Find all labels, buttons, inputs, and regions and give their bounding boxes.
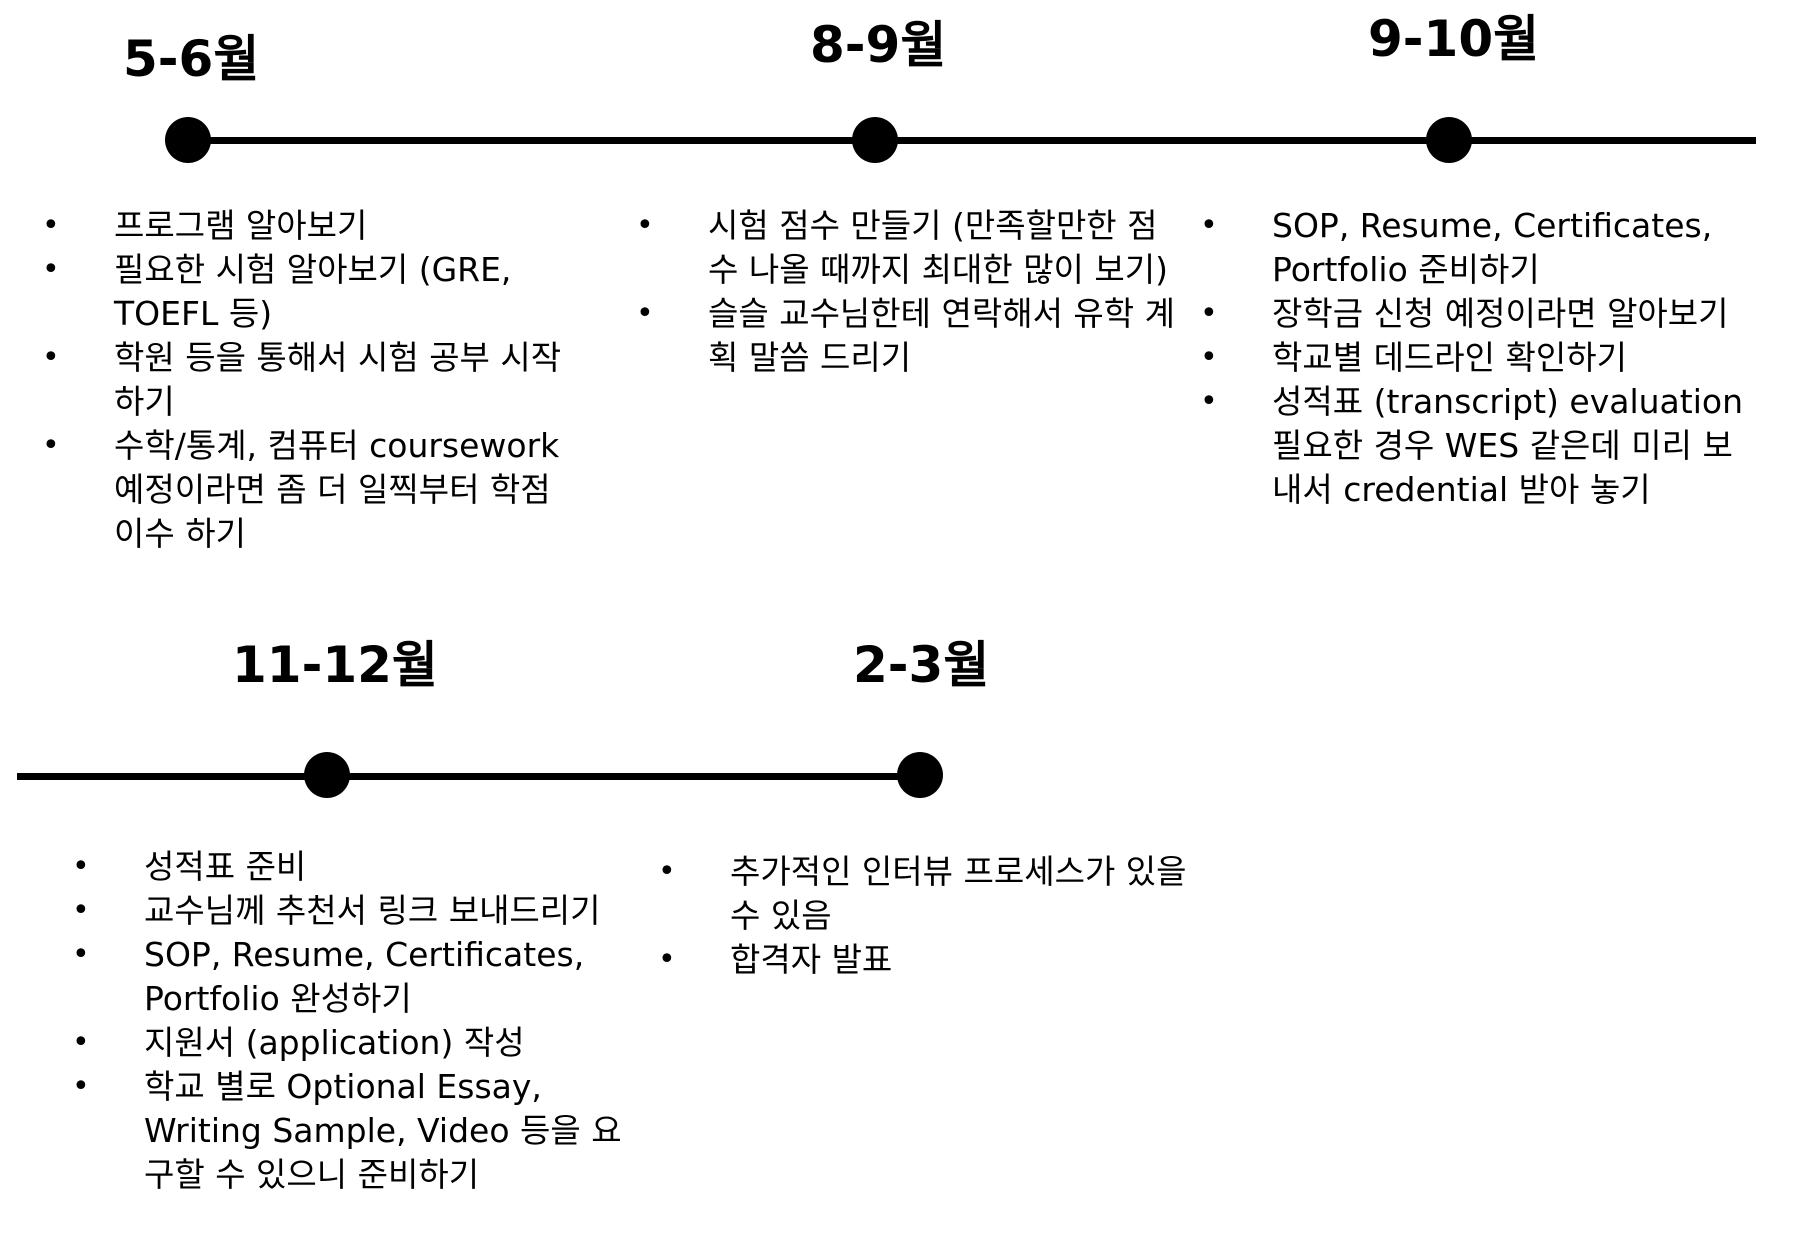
list-item: 필요한 시험 알아보기 (GRE, TOEFL 등) bbox=[42, 248, 572, 336]
list-item: 프로그램 알아보기 bbox=[42, 204, 572, 248]
task-list-11-12: 성적표 준비 교수님께 추천서 링크 보내드리기 SOP, Resume, Ce… bbox=[72, 845, 632, 1197]
timeline-bottom-line bbox=[17, 773, 923, 780]
task-list-8-9: 시험 점수 만들기 (만족할만한 점수 나올 때까지 최대한 많이 보기) 슬슬… bbox=[636, 204, 1176, 380]
list-item: 성적표 (transcript) evaluation 필요한 경우 WES 같… bbox=[1200, 380, 1760, 512]
task-list-2-3: 추가적인 인터뷰 프로세스가 있을 수 있음 합격자 발표 bbox=[658, 850, 1218, 982]
period-label-2-3: 2-3월 bbox=[853, 636, 990, 694]
list-item: 합격자 발표 bbox=[658, 938, 1218, 982]
list-item: 학원 등을 통해서 시험 공부 시작하기 bbox=[42, 336, 572, 424]
list-item: 시험 점수 만들기 (만족할만한 점수 나올 때까지 최대한 많이 보기) bbox=[636, 204, 1176, 292]
timeline-dot-11-12 bbox=[304, 752, 350, 798]
task-list-5-6: 프로그램 알아보기 필요한 시험 알아보기 (GRE, TOEFL 등) 학원 … bbox=[42, 204, 572, 556]
list-item: 추가적인 인터뷰 프로세스가 있을 수 있음 bbox=[658, 850, 1218, 938]
period-label-8-9: 8-9월 bbox=[810, 16, 947, 74]
list-item: 장학금 신청 예정이라면 알아보기 bbox=[1200, 292, 1760, 336]
list-item: 지원서 (application) 작성 bbox=[72, 1021, 632, 1065]
list-item: 학교 별로 Optional Essay, Writing Sample, Vi… bbox=[72, 1065, 632, 1197]
period-label-5-6: 5-6월 bbox=[123, 30, 260, 88]
list-item: 슬슬 교수님한테 연락해서 유학 계획 말씀 드리기 bbox=[636, 292, 1176, 380]
timeline-dot-5-6 bbox=[165, 117, 211, 163]
list-item: SOP, Resume, Certificates, Portfolio 준비하… bbox=[1200, 204, 1760, 292]
timeline-dot-9-10 bbox=[1426, 117, 1472, 163]
list-item: 수학/통계, 컴퓨터 coursework 예정이라면 좀 더 일찍부터 학점 … bbox=[42, 424, 572, 556]
timeline-dot-8-9 bbox=[852, 117, 898, 163]
period-label-11-12: 11-12월 bbox=[232, 636, 438, 694]
timeline-top-line bbox=[186, 137, 1756, 144]
period-label-9-10: 9-10월 bbox=[1368, 10, 1540, 68]
list-item: 학교별 데드라인 확인하기 bbox=[1200, 336, 1760, 380]
list-item: 교수님께 추천서 링크 보내드리기 bbox=[72, 889, 632, 933]
list-item: 성적표 준비 bbox=[72, 845, 632, 889]
list-item: SOP, Resume, Certificates, Portfolio 완성하… bbox=[72, 933, 632, 1021]
timeline-dot-2-3 bbox=[897, 752, 943, 798]
task-list-9-10: SOP, Resume, Certificates, Portfolio 준비하… bbox=[1200, 204, 1760, 512]
